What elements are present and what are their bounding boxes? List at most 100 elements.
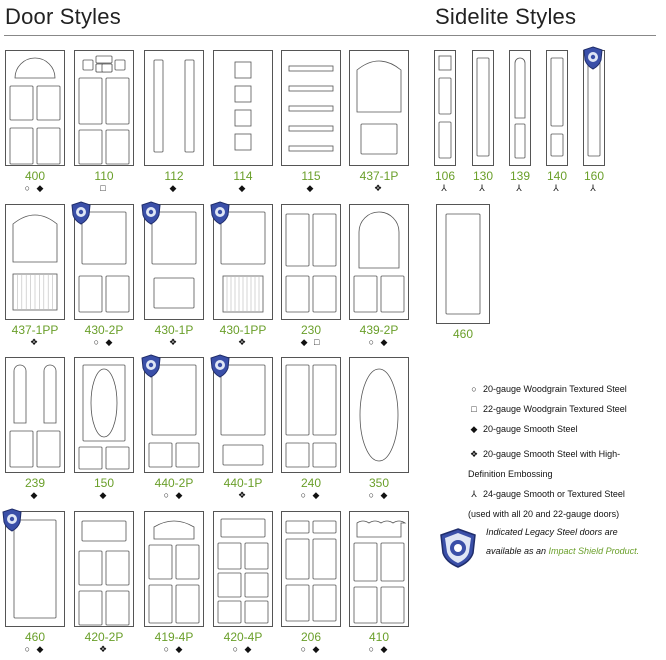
door-style-114[interactable]: 114◆ <box>213 50 273 196</box>
material-symbols: ◆ <box>99 490 109 500</box>
material-symbols: ○ ◆ <box>368 337 390 347</box>
door-style-label: 114 <box>233 169 253 183</box>
legend-item-sidelite-steel: ⅄24-gauge Smooth or Textured Steel(used … <box>468 484 625 524</box>
impact-shield-link-text: Impact Shield Product. <box>548 546 640 556</box>
sidelite-style-label: 106 <box>434 169 456 183</box>
door-style-label: 410 <box>368 630 390 644</box>
sidelite-styles-heading: Sidelite Styles <box>435 4 577 29</box>
door-style-230[interactable]: 230◆ □ <box>281 204 341 350</box>
square-icon: □ <box>471 404 477 414</box>
legend-item-square: □22-gauge Woodgrain Textured Steel <box>468 404 627 414</box>
door-style-115[interactable]: 115◆ <box>281 50 341 196</box>
door-style-440-1P[interactable]: 440-1P❖ <box>210 354 273 503</box>
door-style-label: 430-1PP <box>219 323 267 337</box>
impact-shield-badge-icon <box>140 201 162 225</box>
material-symbols: ❖ <box>237 337 249 347</box>
material-symbols: ○ ◆ <box>163 490 185 500</box>
sidelite-style-label: 460 <box>452 327 474 341</box>
sidelite-style-139[interactable]: 139⅄ <box>509 50 531 196</box>
legend-text: 24-gauge Smooth or Textured Steel <box>483 489 625 499</box>
legend-text: 20-gauge Smooth Steel with High- <box>483 449 621 459</box>
hd-emboss-icon: ❖ <box>469 449 479 459</box>
legend-item-hd: ❖ 20-gauge Smooth Steel with High- Definit… <box>468 444 620 484</box>
door-style-420-4P[interactable]: 420-4P○ ◆ <box>213 511 273 657</box>
door-style-420-2P[interactable]: 420-2P❖ <box>74 511 134 657</box>
material-symbols: ○ ◆ <box>24 644 46 654</box>
door-style-label: 239 <box>24 476 46 490</box>
material-symbols: ◆ <box>238 183 248 193</box>
material-symbols: ⅄ <box>516 183 524 193</box>
heading-divider <box>4 35 656 36</box>
sidelite-style-130[interactable]: 130⅄ <box>472 50 494 196</box>
material-symbols: ⅄ <box>553 183 561 193</box>
sidelite-steel-icon: ⅄ <box>471 489 477 499</box>
material-symbols: ○ ◆ <box>24 183 46 193</box>
material-symbols: ❖ <box>373 183 385 193</box>
sidelite-style-label: 139 <box>509 169 531 183</box>
material-symbols: ○ ◆ <box>232 644 254 654</box>
material-symbols: ○ ◆ <box>163 644 185 654</box>
door-style-240[interactable]: 240○ ◆ <box>281 357 341 503</box>
door-style-label: 400 <box>24 169 46 183</box>
material-symbols: □ <box>100 183 108 193</box>
material-symbols: ○ ◆ <box>300 644 322 654</box>
door-style-label: 437-1P <box>359 169 399 183</box>
impact-shield-badge-icon <box>70 201 92 225</box>
door-style-150[interactable]: 150◆ <box>74 357 134 503</box>
material-symbols: ○ ◆ <box>93 337 115 347</box>
sidelite-style-140[interactable]: 140⅄ <box>546 50 568 196</box>
door-style-label: 440-1P <box>223 476 263 490</box>
door-style-439-2P[interactable]: 439-2P○ ◆ <box>349 204 409 350</box>
door-style-112[interactable]: 112◆ <box>144 50 204 196</box>
legend-text: 20-gauge Woodgrain Textured Steel <box>483 384 627 394</box>
door-style-437-1PP[interactable]: 437-1PP❖ <box>5 204 65 350</box>
door-style-430-1P[interactable]: 430-1P❖ <box>141 201 204 350</box>
door-style-label: 112 <box>164 169 184 183</box>
material-symbols: ⅄ <box>479 183 487 193</box>
door-style-440-2P[interactable]: 440-2P○ ◆ <box>141 354 204 503</box>
door-style-437-1P[interactable]: 437-1P❖ <box>349 50 409 196</box>
sidelite-style-460[interactable]: 460 <box>436 204 490 354</box>
impact-shield-badge-icon <box>209 354 231 378</box>
door-style-419-4P[interactable]: 419-4P○ ◆ <box>144 511 204 657</box>
ring-icon: ○ <box>471 384 477 394</box>
material-symbols: ○ ◆ <box>300 490 322 500</box>
door-style-239[interactable]: 239◆ <box>5 357 65 503</box>
material-symbols: ❖ <box>168 337 180 347</box>
door-style-400[interactable]: 400○ ◆ <box>5 50 65 196</box>
material-symbols: ◆ <box>30 490 40 500</box>
door-style-110[interactable]: 110□ <box>74 50 134 196</box>
material-symbols: ◆ <box>306 183 316 193</box>
impact-shield-logo <box>437 527 479 574</box>
sidelite-style-106[interactable]: 106⅄ <box>434 50 456 196</box>
door-style-430-1PP[interactable]: 430-1PP❖ <box>210 201 273 350</box>
door-style-label: 437-1PP <box>11 323 59 337</box>
door-style-label: 110 <box>94 169 114 183</box>
sidelite-style-label: 140 <box>546 169 568 183</box>
material-symbols: ○ ◆ <box>368 490 390 500</box>
legend-text: 20-gauge Smooth Steel <box>483 424 578 434</box>
sidelite-style-160[interactable]: 160⅄ <box>583 46 605 196</box>
door-style-label: 350 <box>368 476 390 490</box>
door-style-label: 460 <box>24 630 46 644</box>
door-style-350[interactable]: 350○ ◆ <box>349 357 409 503</box>
door-style-460[interactable]: 460○ ◆ <box>2 508 65 657</box>
door-style-label: 240 <box>300 476 322 490</box>
door-styles-heading: Door Styles <box>5 4 121 29</box>
note-line-1: Indicated Legacy Steel doors are <box>486 527 618 537</box>
impact-shield-badge-icon <box>1 508 23 532</box>
diamond-icon: ◆ <box>470 424 478 434</box>
door-style-label: 420-2P <box>84 630 124 644</box>
door-style-410[interactable]: 410○ ◆ <box>349 511 409 657</box>
note-line-2: available as an Impact Shield Product. <box>486 542 661 561</box>
material-symbols: ⅄ <box>441 183 449 193</box>
legend-text-cont: Definition Embossing <box>468 469 553 479</box>
note-line-2-pre: available as an <box>486 546 549 556</box>
legend-item-ring: ○ 20-gauge Woodgrain Textured Steel <box>468 384 627 394</box>
impact-shield-badge-icon <box>209 201 231 225</box>
impact-shield-badge-icon <box>140 354 162 378</box>
door-style-206[interactable]: 206○ ◆ <box>281 511 341 657</box>
door-style-label: 115 <box>301 169 321 183</box>
door-style-430-2P[interactable]: 430-2P○ ◆ <box>71 201 134 350</box>
door-style-label: 419-4P <box>154 630 194 644</box>
